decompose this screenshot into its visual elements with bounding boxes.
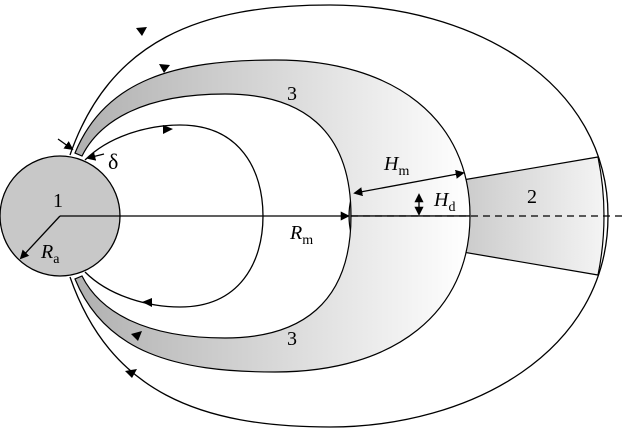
- label-ra: Ra: [40, 241, 60, 267]
- funnel-flow-lower: [74, 215, 471, 373]
- label-ra-main: R: [40, 241, 53, 263]
- arrow-outer-top-icon: [136, 27, 147, 36]
- label-funnel-upper: 3: [287, 83, 297, 105]
- arrow-inner-bottom-icon: [142, 298, 152, 307]
- label-star: 1: [53, 190, 63, 212]
- label-hd-main: H: [433, 189, 450, 211]
- label-rm: Rm: [289, 222, 313, 248]
- arrow-inner-top-icon: [163, 125, 173, 134]
- label-disk: 2: [527, 186, 537, 208]
- arrow-funnel-bottom-icon: [131, 331, 142, 341]
- label-funnel-lower: 3: [287, 328, 297, 350]
- label-delta: δ: [108, 149, 118, 174]
- label-hm: Hm: [383, 153, 409, 179]
- arrow-outer-bottom-icon: [125, 369, 137, 378]
- arrow-funnel-top-icon: [159, 64, 170, 73]
- funnel-flow-upper: [74, 59, 471, 217]
- label-hd: Hd: [433, 189, 455, 215]
- delta-mark-inner: [86, 151, 105, 161]
- label-hd-sub: d: [448, 200, 455, 215]
- label-hm-sub: m: [398, 164, 409, 179]
- label-ra-sub: a: [53, 252, 60, 267]
- hm-arrow: [353, 169, 465, 197]
- delta-mark-outer: [57, 138, 74, 151]
- label-rm-sub: m: [302, 233, 313, 248]
- label-hm-main: H: [383, 153, 400, 175]
- label-rm-main: R: [289, 222, 302, 244]
- ra-arrow: [19, 215, 61, 260]
